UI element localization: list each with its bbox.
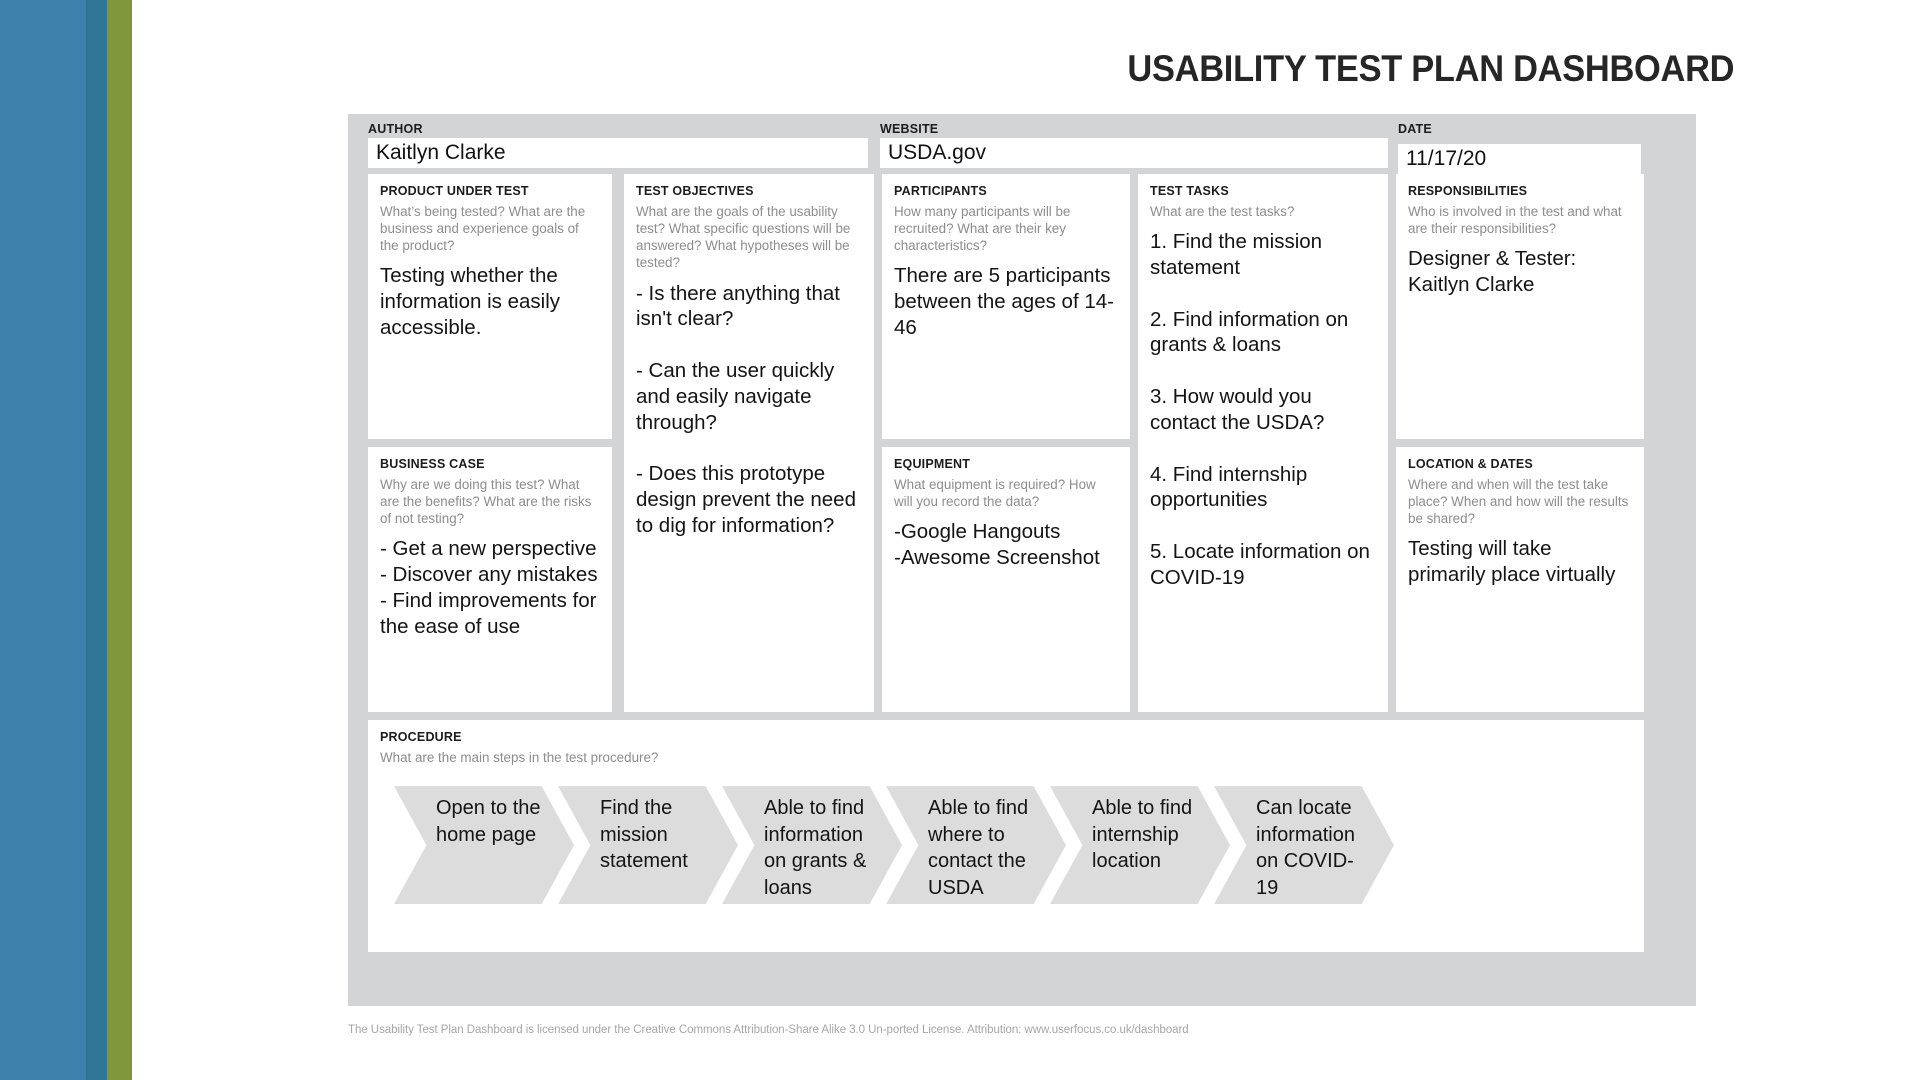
date-input[interactable]: 11/17/20	[1398, 144, 1641, 174]
card-body[interactable]: Testing whether the information is easil…	[380, 264, 561, 340]
card-hint: Where and when will the test take place?…	[1408, 477, 1629, 527]
card-participants[interactable]: PARTICIPANTS How many participants will …	[882, 174, 1130, 439]
card-title: LOCATION & DATES	[1408, 457, 1533, 471]
left-accent-band-teal	[86, 0, 107, 1080]
card-body[interactable]: Testing will take primarily place virtua…	[1408, 537, 1616, 587]
card-test-tasks[interactable]: TEST TASKS What are the test tasks? 1. F…	[1138, 174, 1388, 712]
footer-attribution: The Usability Test Plan Dashboard is lic…	[348, 1024, 1189, 1036]
card-hint: How many participants will be recruited?…	[894, 204, 1071, 254]
card-title: PROCEDURE	[380, 730, 462, 744]
card-hint: What’s being tested? What are the busine…	[380, 204, 586, 254]
card-title: RESPONSIBILITIES	[1408, 184, 1528, 198]
card-hint: What are the test tasks?	[1150, 204, 1295, 219]
card-title: BUSINESS CASE	[380, 457, 485, 471]
procedure-step-chevron[interactable]: Open to the home page	[394, 786, 574, 905]
card-title: TEST OBJECTIVES	[636, 184, 754, 198]
card-procedure[interactable]: PROCEDURE What are the main steps in the…	[368, 720, 1644, 952]
procedure-step-chevron[interactable]: Able to find where to contact the USDA	[886, 786, 1066, 905]
card-hint: Why are we doing this test? What are the…	[380, 477, 592, 527]
card-business-case[interactable]: BUSINESS CASE Why are we doing this test…	[368, 447, 612, 712]
card-body[interactable]: 1. Find the mission statement 2. Find in…	[1150, 230, 1370, 589]
left-accent-band-green	[107, 0, 132, 1080]
card-responsibilities[interactable]: RESPONSIBILITIES Who is involved in the …	[1396, 174, 1644, 439]
website-label: WEBSITE	[880, 122, 939, 136]
card-location-and-dates[interactable]: LOCATION & DATES Where and when will the…	[1396, 447, 1644, 712]
procedure-step-chevron[interactable]: Can locate information on COVID-19	[1214, 786, 1394, 905]
card-hint: Who is involved in the test and what are…	[1408, 204, 1622, 237]
author-input[interactable]: Kaitlyn Clarke	[368, 138, 868, 168]
card-hint: What are the goals of the usability test…	[636, 204, 851, 271]
card-hint: What equipment is required? How will you…	[894, 477, 1096, 510]
card-title: TEST TASKS	[1150, 184, 1229, 198]
left-accent-band-blue	[0, 0, 86, 1080]
card-product-under-test[interactable]: PRODUCT UNDER TEST What’s being tested? …	[368, 174, 612, 439]
procedure-step-chevron[interactable]: Able to find information on grants & loa…	[722, 786, 902, 905]
author-label: AUTHOR	[368, 122, 423, 136]
procedure-step-flow: Open to the home page Find the mission s…	[380, 786, 1632, 916]
website-field: WEBSITE USDA.gov	[880, 122, 1388, 168]
website-input[interactable]: USDA.gov	[880, 138, 1388, 168]
card-title: PARTICIPANTS	[894, 184, 987, 198]
procedure-step-chevron[interactable]: Able to find internship location	[1050, 786, 1230, 905]
card-body[interactable]: - Get a new perspective - Discover any m…	[380, 537, 598, 638]
card-title: PRODUCT UNDER TEST	[380, 184, 529, 198]
page-title: USABILITY TEST PLAN DASHBOARD	[1127, 48, 1735, 89]
dashboard-board: AUTHOR Kaitlyn Clarke WEBSITE USDA.gov D…	[348, 114, 1696, 1006]
card-test-objectives[interactable]: TEST OBJECTIVES What are the goals of th…	[624, 174, 874, 712]
procedure-step-chevron[interactable]: Find the mission statement	[558, 786, 738, 905]
card-body[interactable]: Designer & Tester: Kaitlyn Clarke	[1408, 247, 1577, 297]
author-field: AUTHOR Kaitlyn Clarke	[368, 122, 868, 168]
card-equipment[interactable]: EQUIPMENT What equipment is required? Ho…	[882, 447, 1130, 712]
date-label: DATE	[1398, 122, 1432, 136]
card-body[interactable]: - Is there anything that isn't clear? - …	[636, 281, 856, 538]
card-title: EQUIPMENT	[894, 457, 971, 471]
card-body[interactable]: -Google Hangouts -Awesome Screenshot	[894, 520, 1100, 570]
card-body[interactable]: There are 5 participants between the age…	[894, 264, 1114, 340]
date-field: DATE 11/17/20	[1398, 122, 1641, 174]
card-hint: What are the main steps in the test proc…	[380, 750, 659, 765]
